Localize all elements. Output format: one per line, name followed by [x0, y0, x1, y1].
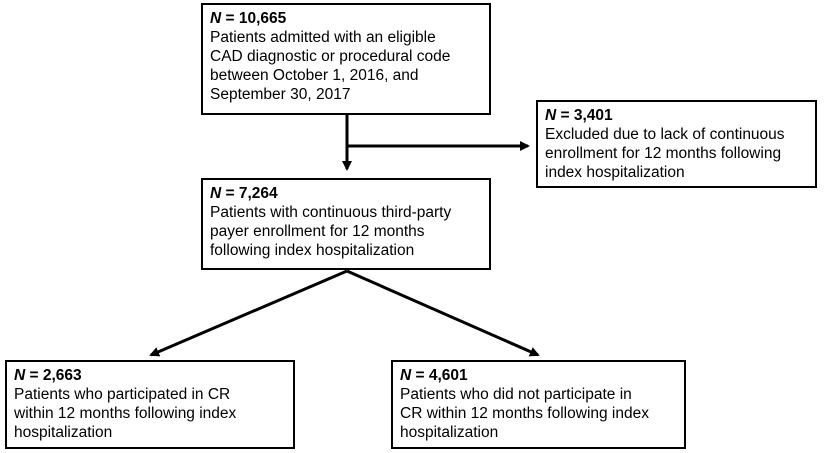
box-participated: N = 2,663 Patients who participated in C… [5, 360, 295, 449]
not-participated-count: N = 4,601 [400, 366, 678, 385]
n-symbol: N [400, 367, 412, 384]
connector-to-not-participated [346, 269, 540, 357]
excluded-description: Excluded due to lack of continuous enrol… [545, 126, 785, 181]
n-symbol: N [545, 107, 557, 124]
initial-count: N = 10,665 [210, 9, 483, 28]
not-participated-count-value: = 4,601 [411, 367, 468, 384]
enrolled-count-value: = 7,264 [221, 185, 278, 202]
connector-to-participated [149, 269, 348, 357]
initial-count-value: = 10,665 [221, 10, 287, 27]
box-initial-cohort: N = 10,665 Patients admitted with an eli… [201, 3, 491, 115]
initial-description: Patients admitted with an eligible CAD d… [210, 29, 451, 103]
enrolled-description: Patients with continuous third-party pay… [210, 204, 452, 259]
n-symbol: N [210, 185, 222, 202]
excluded-count: N = 3,401 [545, 106, 809, 125]
excluded-count-value: = 3,401 [556, 107, 613, 124]
enrolled-count: N = 7,264 [210, 184, 483, 203]
participated-count: N = 2,663 [14, 366, 287, 385]
box-not-participated: N = 4,601 Patients who did not participa… [391, 360, 686, 449]
participated-count-value: = 2,663 [25, 367, 82, 384]
n-symbol: N [14, 367, 26, 384]
n-symbol: N [210, 10, 222, 27]
participated-description: Patients who participated in CR within 1… [14, 386, 237, 441]
not-participated-description: Patients who did not participate in CR w… [400, 386, 649, 441]
box-enrolled: N = 7,264 Patients with continuous third… [201, 178, 491, 270]
box-excluded: N = 3,401 Excluded due to lack of contin… [536, 100, 817, 188]
